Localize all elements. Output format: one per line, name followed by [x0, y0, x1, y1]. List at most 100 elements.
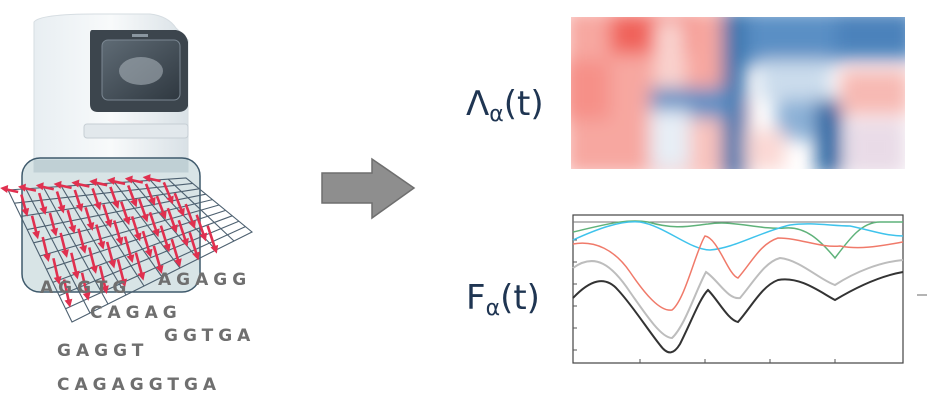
read-arrow — [80, 272, 89, 297]
read-arrow-head — [89, 178, 98, 187]
grid-line — [65, 226, 246, 310]
read-arrow-head — [210, 244, 219, 254]
read-arrow-head — [142, 174, 151, 183]
read-arrow-head — [133, 232, 142, 242]
read-arrow-head — [101, 285, 109, 295]
f-subscript: α — [485, 296, 501, 321]
read-arrow-head — [90, 265, 98, 274]
read-arrow-head — [68, 224, 77, 234]
plot-line-red — [572, 235, 904, 311]
read-arrow — [102, 204, 111, 224]
read-arrows — [0, 174, 219, 308]
right-arrow-icon — [321, 157, 416, 220]
read-arrow — [77, 228, 86, 250]
plot-line-green — [572, 220, 903, 260]
read-arrow — [130, 216, 140, 238]
read-arrow — [105, 241, 115, 264]
read-arrow — [87, 247, 97, 270]
read-arrow-head — [124, 175, 133, 184]
read-arrow — [91, 188, 100, 207]
read-arrow-head — [115, 236, 124, 246]
read-arrow-head — [57, 204, 66, 214]
read-arrow — [48, 212, 57, 232]
lambda-argument: (t) — [503, 84, 544, 124]
sequence-read-1: AGGTG — [40, 278, 132, 298]
plot-line-black — [572, 271, 904, 354]
read-arrow-head — [137, 271, 146, 281]
read-arrow — [55, 191, 64, 210]
read-arrow — [162, 181, 173, 201]
read-arrow — [30, 215, 39, 235]
read-arrow — [206, 225, 217, 250]
read-arrow-head — [75, 203, 84, 213]
read-arrow — [152, 245, 162, 270]
read-arrow — [144, 183, 155, 202]
read-arrow-head — [192, 251, 200, 261]
read-arrow-head — [61, 249, 69, 258]
heatmap-panel — [571, 17, 905, 169]
read-arrow-head — [32, 230, 40, 240]
read-arrow-head — [119, 278, 128, 288]
read-arrow-head — [159, 210, 167, 220]
read-arrow-head — [144, 248, 153, 258]
read-arrow — [73, 189, 82, 208]
read-arrow — [148, 211, 159, 233]
grid-line — [46, 209, 226, 270]
read-arrow — [98, 265, 107, 290]
read-arrow-head — [177, 207, 185, 217]
read-arrow-head — [122, 216, 131, 226]
read-arrow-head — [50, 227, 59, 237]
read-arrow — [137, 198, 148, 219]
read-arrow-head — [39, 206, 48, 216]
read-arrow-head — [166, 195, 174, 205]
read-arrow-head — [141, 213, 149, 223]
read-arrow-head — [188, 220, 196, 230]
read-arrow — [41, 236, 49, 258]
read-arrow-head — [181, 237, 189, 247]
read-arrow-head — [79, 245, 88, 254]
read-arrow — [84, 206, 93, 227]
read-arrow — [184, 203, 195, 225]
read-arrow-head — [42, 253, 51, 263]
read-arrow-head — [35, 182, 44, 191]
read-arrow — [116, 258, 126, 283]
read-arrow — [126, 184, 137, 204]
grid-line — [52, 215, 233, 283]
read-arrow-head — [174, 258, 182, 268]
flowcell-outline — [7, 177, 254, 323]
read-arrow — [155, 195, 166, 216]
read-arrow — [123, 236, 133, 259]
read-arrow-head — [155, 265, 164, 274]
f-symbol: F — [466, 278, 486, 318]
read-arrow-head — [71, 179, 80, 188]
read-arrow — [141, 230, 151, 254]
read-arrow-head — [82, 292, 91, 301]
read-arrow — [159, 225, 169, 248]
read-arrow — [95, 224, 104, 246]
sequence-read-4: GGTGA — [164, 326, 256, 346]
lambda-subscript: α — [489, 102, 504, 127]
sequence-read-2: AGAGG — [158, 270, 252, 290]
read-arrow-head — [17, 183, 26, 192]
f-argument: (t) — [500, 278, 540, 318]
sequence-read-5: GAGGT — [57, 341, 149, 361]
read-arrow — [195, 214, 206, 238]
sequence-read-3: CAGAG — [90, 303, 182, 323]
lambda-symbol: Λ — [466, 84, 490, 124]
read-arrow — [109, 186, 118, 205]
read-arrow — [59, 232, 68, 254]
read-arrow-head — [64, 298, 73, 308]
read-arrow — [70, 252, 78, 275]
read-arrow-head — [21, 207, 30, 217]
read-arrow-head — [71, 270, 80, 280]
read-arrow — [112, 220, 122, 242]
read-arrow — [173, 192, 184, 213]
f-label: Fα(t) — [466, 278, 540, 321]
read-arrow-head — [126, 254, 135, 264]
read-arrow-head — [111, 200, 120, 209]
plot-line-cyan — [572, 221, 904, 251]
read-arrow — [52, 257, 60, 281]
read-arrow-head — [107, 176, 116, 185]
read-arrow-head — [170, 224, 178, 234]
read-arrow — [188, 232, 199, 257]
